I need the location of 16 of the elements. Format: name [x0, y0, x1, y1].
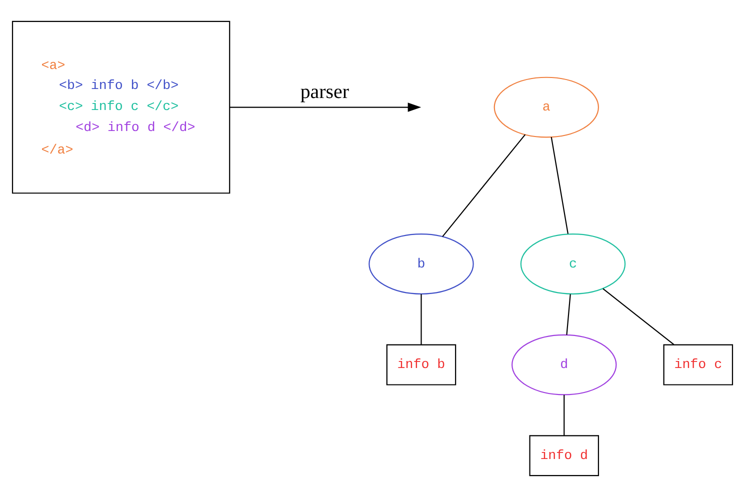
- node-ellipse: d: [512, 334, 617, 396]
- node-box: info b: [386, 344, 456, 386]
- connector: [550, 136, 569, 234]
- node-ellipse: b: [368, 234, 474, 294]
- connector: [442, 134, 526, 237]
- arrow: [230, 102, 422, 112]
- connector: [420, 294, 422, 345]
- node-ellipse: a: [494, 76, 600, 138]
- connector: [564, 394, 565, 436]
- connector: [602, 288, 674, 345]
- connector: [566, 294, 571, 335]
- node-box: <a> <b> info b </b> <c> info c </c> <d> info d </d> </a>: [12, 20, 230, 194]
- node-ellipse: c: [520, 234, 626, 294]
- edge-label: parser: [300, 80, 350, 103]
- node-box: info d: [529, 435, 600, 476]
- node-box: info c: [663, 344, 734, 386]
